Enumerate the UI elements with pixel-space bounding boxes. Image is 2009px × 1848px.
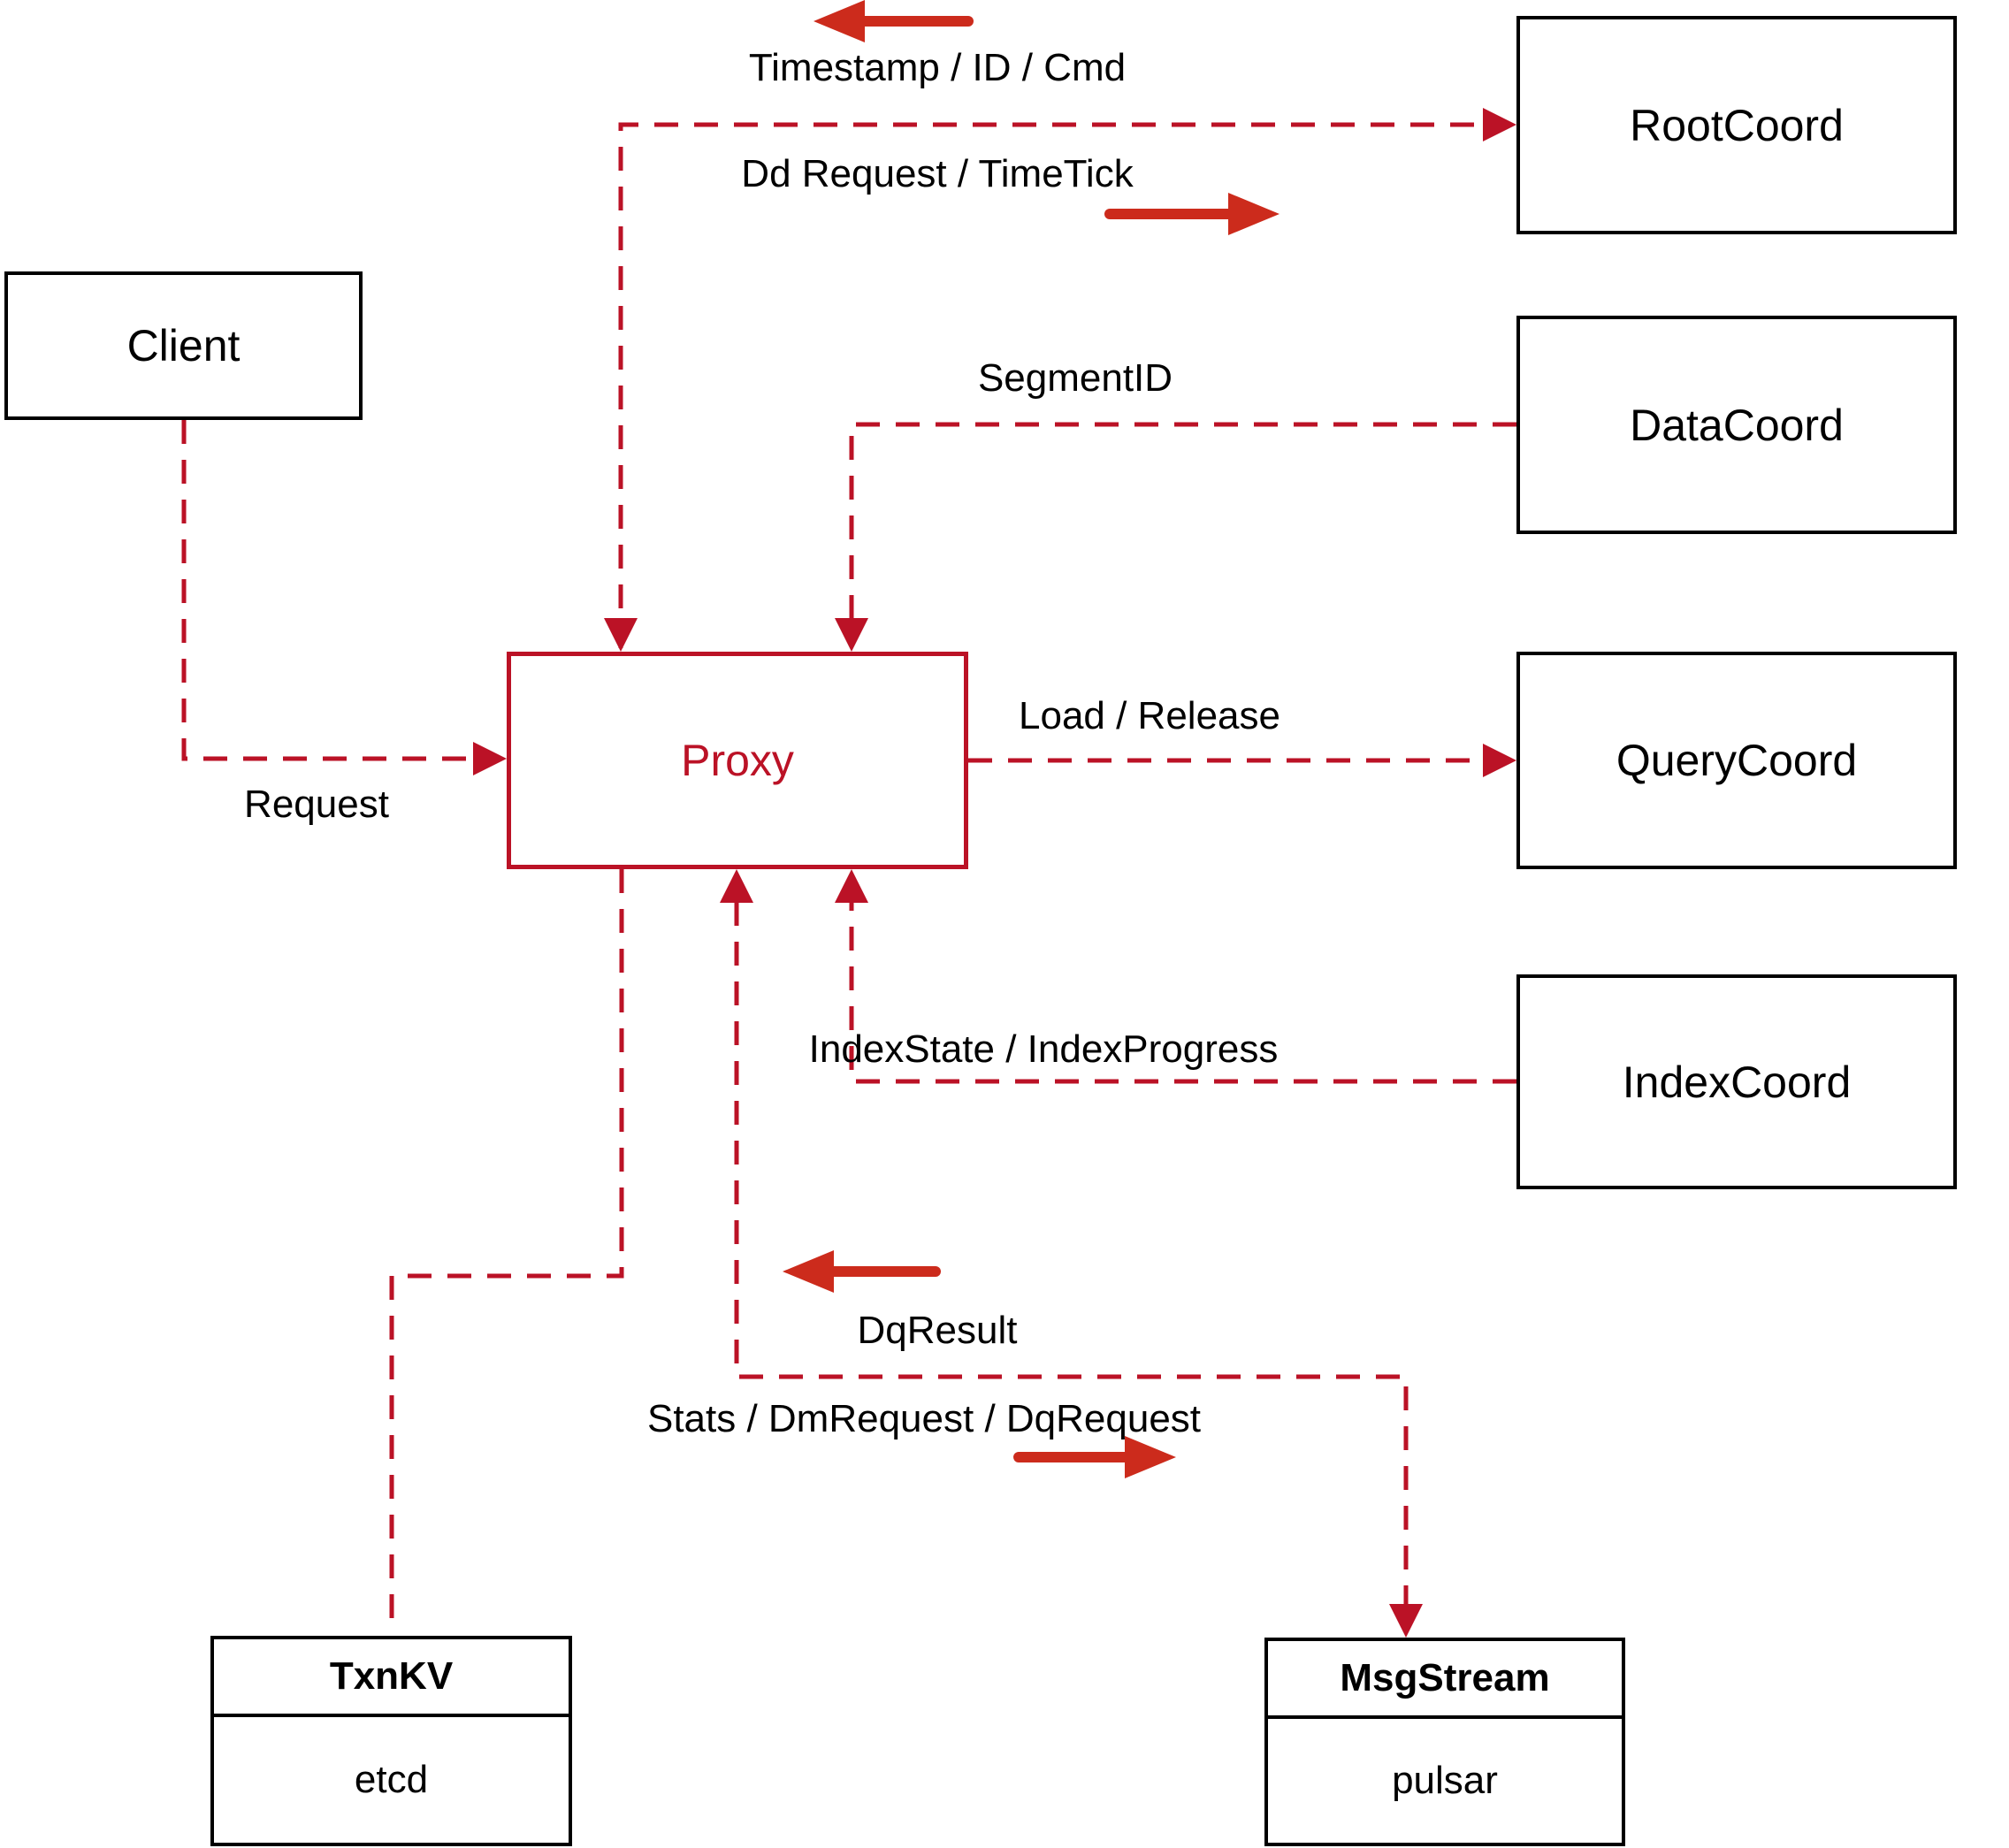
arrowhead-into-rootcoord-icon [1483,108,1516,141]
node-msgstream: MsgStream pulsar [1264,1638,1625,1846]
node-indexcoord-label: IndexCoord [1622,1057,1852,1107]
arrowhead-into-proxy-bottom-right-icon [835,869,868,903]
edge-indexcoord-proxy [849,902,1516,1084]
arrow-left-timestamp-icon [814,0,974,42]
edge-label-dd-request-timetick: Dd Request / TimeTick [741,152,1134,195]
node-msgstream-impl: pulsar [1392,1759,1498,1802]
node-client-label: Client [126,321,241,370]
node-txnkv: TxnKV etcd [210,1636,572,1846]
arrowhead-into-proxy-left-icon [473,742,507,775]
arrowhead-into-proxy-top-right-icon [835,618,868,652]
node-rootcoord: RootCoord [1516,16,1957,234]
edge-proxy-txnkv [389,869,624,1634]
node-datacoord: DataCoord [1516,316,1957,534]
arrowhead-into-msgstream-icon [1389,1604,1423,1638]
edge-label-stats-dm-dq: Stats / DmRequest / DqRequest [646,1397,1202,1440]
node-msgstream-title: MsgStream [1268,1641,1622,1719]
arrow-right-ddrequest-icon [1104,193,1279,235]
edge-label-timestamp-id-cmd: Timestamp / ID / Cmd [748,46,1127,89]
node-querycoord: QueryCoord [1516,652,1957,869]
edge-client-proxy [181,420,476,761]
node-querycoord-label: QueryCoord [1616,736,1858,785]
node-client: Client [4,271,363,420]
edge-label-dq-result: DqResult [857,1309,1018,1352]
arrowhead-into-proxy-top-left-icon [604,618,638,652]
arrowhead-into-proxy-bottom-mid-icon [720,869,753,903]
node-proxy: Proxy [507,652,968,869]
edge-label-load-release: Load / Release [1019,694,1280,737]
node-txnkv-impl: etcd [354,1758,429,1801]
edge-label-request: Request [244,783,389,826]
arrowhead-into-querycoord-icon [1483,744,1516,777]
node-indexcoord: IndexCoord [1516,974,1957,1189]
edge-label-index-state-progress: IndexState / IndexProgress [808,1027,1279,1071]
arrow-left-dqresult-icon [783,1250,941,1293]
edge-label-segment-id: SegmentID [977,356,1173,400]
edge-proxy-msgstream [734,902,1409,1605]
edge-proxy-rootcoord [618,122,1484,648]
node-txnkv-title: TxnKV [214,1639,569,1717]
node-datacoord-label: DataCoord [1630,400,1844,450]
arrow-right-stats-icon [1013,1436,1176,1478]
node-proxy-label: Proxy [681,736,794,785]
edge-datacoord-proxy [849,422,1516,619]
node-rootcoord-label: RootCoord [1630,100,1844,150]
